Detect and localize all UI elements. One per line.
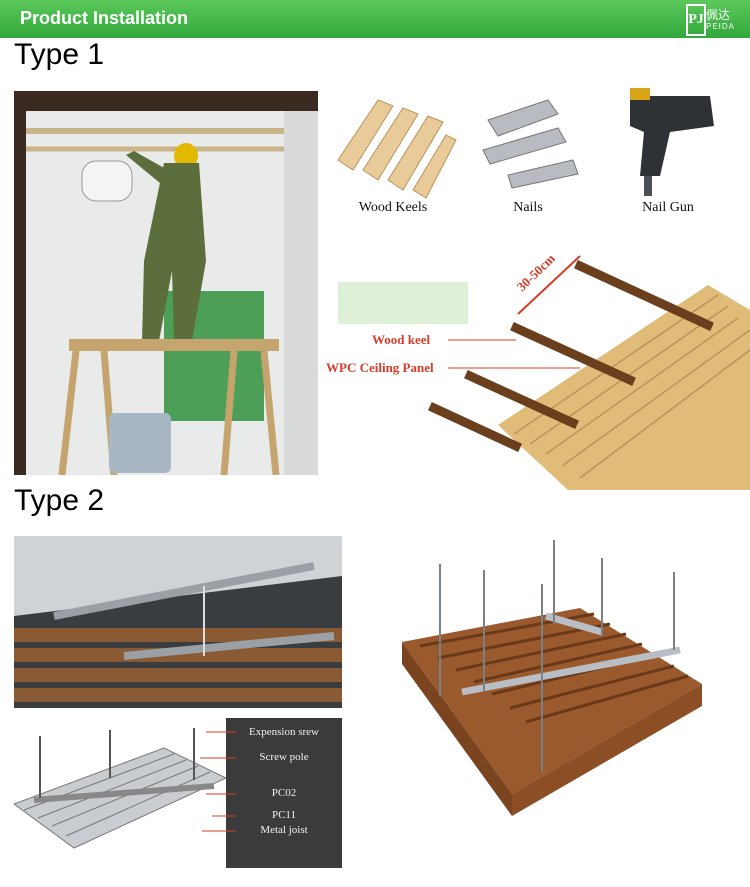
type2-title: Type 2	[14, 484, 105, 517]
wpc-ceiling-diagram: 30-50cm Wood keel WPC Ceiling Panel	[326, 251, 750, 490]
metal-joist-ceiling-photo	[14, 536, 342, 708]
legend-pc11: PC11	[271, 809, 297, 821]
wpc-panel-label: WPC Ceiling Panel	[326, 360, 434, 375]
legend-metal-joist: Metal joist	[260, 824, 308, 836]
wood-ceiling-render	[362, 524, 744, 880]
brand-english-name: PEIDA	[706, 22, 736, 31]
legend-leader-lines	[200, 731, 236, 832]
wood-keel-label: Wood keel	[372, 332, 431, 347]
nail-gun-label: Nail Gun	[642, 200, 694, 215]
nails-image	[482, 99, 579, 189]
component-legend: Expension srew Screw pole PC02 PC11 Meta…	[226, 718, 342, 868]
wood-keels-image	[337, 99, 457, 199]
nails-label: Nails	[513, 200, 543, 215]
legend-screw-pole: Screw pole	[259, 751, 309, 763]
type1-title: Type 1	[14, 38, 105, 71]
installer-photo	[14, 91, 318, 475]
spacing-label: 30-50cm	[514, 251, 558, 295]
legend-expansion-screw: Expension srew	[249, 726, 319, 738]
header-bar	[0, 0, 750, 38]
metal-joist-schematic	[14, 718, 226, 868]
legend-pc02: PC02	[271, 787, 297, 799]
brand-logo: PJ	[686, 4, 706, 36]
wood-keels-label: Wood Keels	[358, 200, 428, 215]
tools-panel: Wood Keels Nails Nail Gun	[318, 80, 738, 232]
brand-chinese-name: 佩达	[706, 8, 731, 22]
header-title: Product Installation	[20, 8, 189, 28]
nail-gun-image	[630, 88, 714, 196]
